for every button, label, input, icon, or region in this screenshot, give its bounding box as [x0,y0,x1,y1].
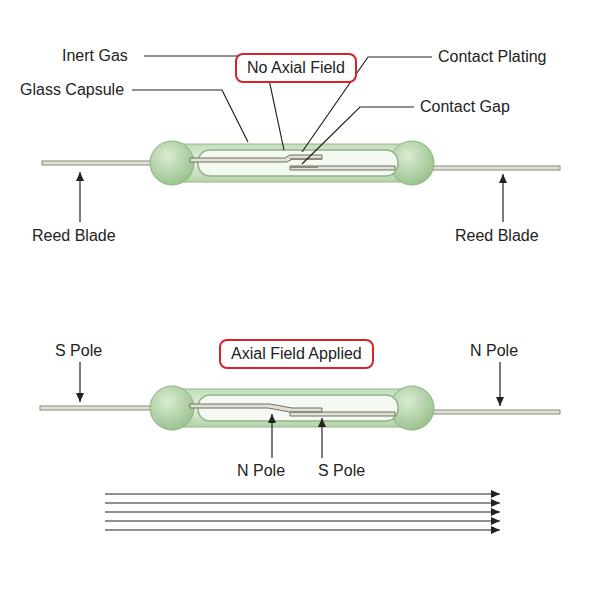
part-label: Reed Blade [455,226,539,246]
part-label: N Pole [237,461,285,481]
part-label: N Pole [470,341,518,361]
part-label: Glass Capsule [20,80,124,100]
part-label: Reed Blade [32,226,116,246]
part-label: Inert Gas [62,46,128,66]
part-label: Contact Gap [420,97,510,117]
part-label: S Pole [55,341,102,361]
box-title: Axial Field Applied [231,344,362,364]
axial-field-lines [105,494,500,530]
reed-switch-open [42,141,560,185]
leader-lines [80,56,503,458]
field-state-box: No Axial Field [235,53,357,83]
reed-switch-closed [40,386,560,430]
field-state-box: Axial Field Applied [219,339,374,369]
part-label: S Pole [318,461,365,481]
box-title: No Axial Field [247,58,345,78]
part-label: Contact Plating [438,47,547,67]
